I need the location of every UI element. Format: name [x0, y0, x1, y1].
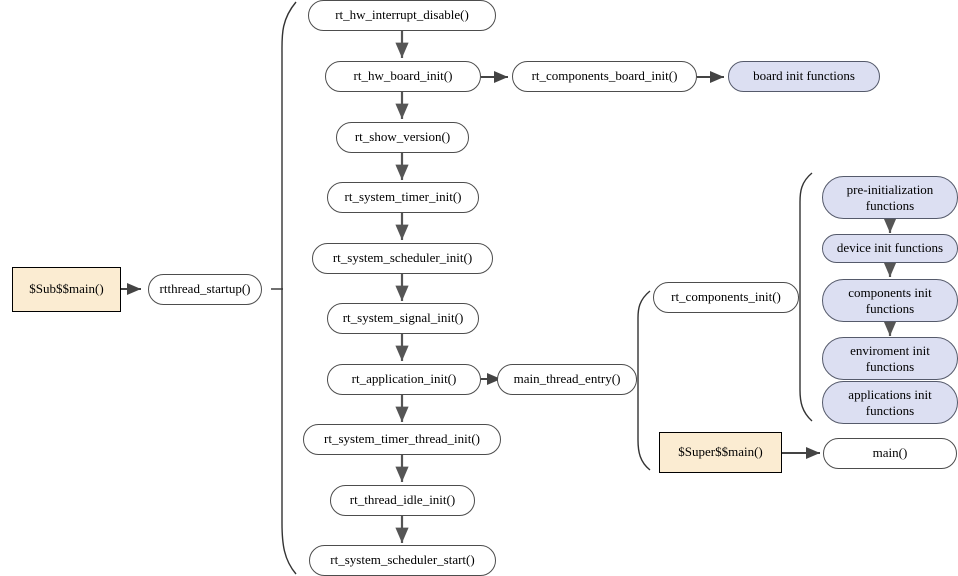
brace-init-functions-column — [799, 172, 813, 422]
node-applications-init-functions[interactable]: applications init functions — [822, 381, 958, 424]
node-components-init-functions[interactable]: components init functions — [822, 279, 958, 322]
node-rt-system-signal-init[interactable]: rt_system_signal_init() — [327, 303, 479, 334]
node-rt-thread-idle-init[interactable]: rt_thread_idle_init() — [330, 485, 475, 516]
node-rt-components-init[interactable]: rt_components_init() — [653, 282, 799, 313]
node-main-thread-entry[interactable]: main_thread_entry() — [497, 364, 637, 395]
brace-startup-column — [281, 1, 297, 575]
node-rt-system-scheduler-start[interactable]: rt_system_scheduler_start() — [309, 545, 496, 576]
node-board-init-functions[interactable]: board init functions — [728, 61, 880, 92]
node-device-init-functions[interactable]: device init functions — [822, 234, 958, 263]
node-rt-show-version[interactable]: rt_show_version() — [336, 122, 469, 153]
node-main[interactable]: main() — [823, 438, 957, 469]
node-super-main[interactable]: $Super$$main() — [659, 432, 782, 473]
node-enviroment-init-functions[interactable]: enviroment init functions — [822, 337, 958, 380]
node-rt-system-timer-thread-init[interactable]: rt_system_timer_thread_init() — [303, 424, 501, 455]
node-pre-initialization-functions[interactable]: pre-initialization functions — [822, 176, 958, 219]
node-rt-application-init[interactable]: rt_application_init() — [327, 364, 481, 395]
node-rt-system-scheduler-init[interactable]: rt_system_scheduler_init() — [312, 243, 493, 274]
node-rt-hw-board-init[interactable]: rt_hw_board_init() — [325, 61, 481, 92]
node-rt-components-board-init[interactable]: rt_components_board_init() — [512, 61, 697, 92]
brace-mainthreadentry-branch — [637, 290, 651, 471]
node-sub-main[interactable]: $Sub$$main() — [12, 267, 121, 312]
node-rt-hw-interrupt-disable[interactable]: rt_hw_interrupt_disable() — [308, 0, 496, 31]
node-rtthread-startup[interactable]: rtthread_startup() — [148, 274, 262, 305]
node-rt-system-timer-init[interactable]: rt_system_timer_init() — [327, 182, 479, 213]
